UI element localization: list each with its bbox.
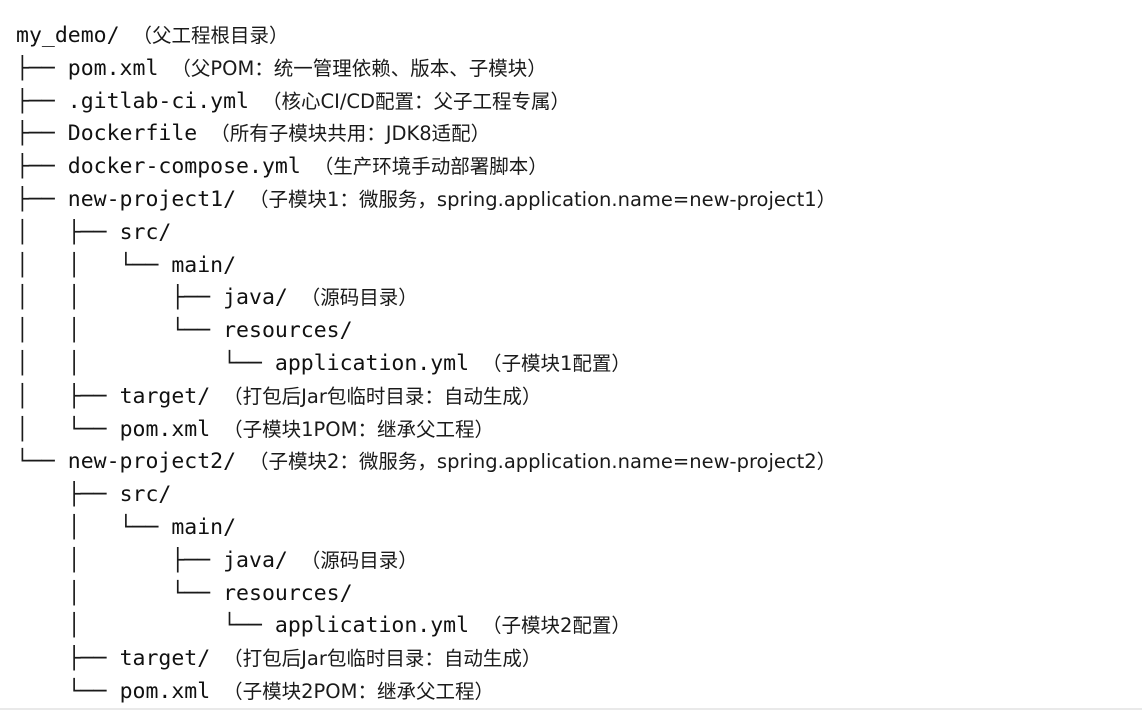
folder-name: resources/ [223, 580, 353, 606]
folder-name: resources/ [223, 318, 353, 344]
tree-guide: │ │ └── [16, 252, 172, 278]
file-name: .gitlab-ci.yml [67, 88, 249, 114]
tree-row: │ │ └── main/ [16, 250, 836, 283]
tree-row: ├── .gitlab-ci.yml （核心CI/CD配置：父子工程专属） [16, 86, 836, 119]
tree-row: ├── pom.xml （父POM：统一管理依赖、版本、子模块） [16, 53, 836, 86]
tree-guide: │ └── [16, 580, 224, 606]
folder-name: main/ [171, 514, 237, 540]
tree-row: │ │ └── resources/ [16, 315, 836, 348]
tree-guide: ├── [16, 154, 68, 180]
tree-guide: ├── [16, 646, 120, 672]
comment: （父工程根目录） [132, 24, 289, 47]
comment: （打包后Jar包临时目录：自动生成） [223, 647, 542, 671]
directory-tree: my_demo/ （父工程根目录） ├── pom.xml （父POM：统一管理… [16, 20, 836, 709]
folder-name: src/ [119, 219, 172, 245]
comment: （源码目录） [300, 548, 418, 572]
tree-row: │ └── main/ [16, 512, 836, 545]
file-name: docker-compose.yml [67, 154, 301, 180]
file-name: application.yml [274, 613, 470, 639]
tree-row: └── pom.xml （子模块2POM：继承父工程） [16, 676, 836, 709]
file-name: application.yml [274, 350, 470, 376]
tree-guide: ├── [16, 482, 120, 508]
comment: （子模块1：微服务，spring.application.name=new-pr… [249, 187, 837, 211]
tree-guide: │ │ └── [16, 350, 275, 376]
comment: （所有子模块共用：JDK8适配） [210, 122, 491, 146]
tree-row: ├── Dockerfile （所有子模块共用：JDK8适配） [16, 118, 836, 151]
comment: （父POM：统一管理依赖、版本、子模块） [171, 56, 547, 80]
tree-row: ├── src/ [16, 479, 836, 512]
tree-row: │ ├── java/ （源码目录） [16, 545, 836, 578]
tree-guide: ├── [16, 186, 68, 212]
comment: （源码目录） [300, 286, 418, 310]
tree-row: └── new-project2/ （子模块2：微服务，spring.appli… [16, 446, 836, 479]
tree-row: │ └── resources/ [16, 578, 836, 611]
tree-guide: │ └── [16, 514, 172, 540]
comment: （核心CI/CD配置：父子工程专属） [261, 89, 571, 113]
comment: （子模块1配置） [482, 351, 631, 375]
file-name: pom.xml [119, 678, 211, 704]
tree-guide: │ ├── [16, 383, 120, 409]
file-name: Dockerfile [67, 121, 198, 147]
tree-guide: ├── [16, 121, 68, 147]
tree-row: my_demo/ （父工程根目录） [16, 20, 836, 53]
tree-guide: │ └── [16, 613, 275, 639]
tree-row: ├── new-project1/ （子模块1：微服务，spring.appli… [16, 184, 836, 217]
folder-name: target/ [119, 646, 211, 672]
file-name: pom.xml [67, 55, 159, 81]
tree-guide: │ └── [16, 416, 120, 442]
tree-guide: │ │ └── [16, 318, 224, 344]
comment: （子模块2：微服务，spring.application.name=new-pr… [249, 450, 837, 474]
tree-row: │ ├── src/ [16, 217, 836, 250]
tree-row: │ │ └── application.yml （子模块1配置） [16, 348, 836, 381]
folder-name: my_demo/ [16, 23, 120, 48]
tree-guide: └── [16, 449, 68, 475]
comment: （打包后Jar包临时目录：自动生成） [223, 384, 542, 408]
tree-row: ├── docker-compose.yml （生产环境手动部署脚本） [16, 151, 836, 184]
folder-name: src/ [119, 482, 172, 508]
tree-row: │ │ ├── java/ （源码目录） [16, 282, 836, 315]
tree-guide: └── [16, 678, 120, 704]
comment: （子模块2POM：继承父工程） [223, 679, 494, 703]
folder-name: new-project2/ [67, 449, 237, 475]
folder-name: java/ [223, 547, 288, 573]
folder-name: java/ [223, 285, 288, 311]
file-name: pom.xml [119, 416, 211, 442]
comment: （子模块1POM：继承父工程） [223, 417, 494, 441]
tree-row: │ └── application.yml （子模块2配置） [16, 610, 836, 643]
bottom-divider [0, 708, 1142, 710]
tree-row: │ ├── target/ （打包后Jar包临时目录：自动生成） [16, 381, 836, 414]
folder-name: new-project1/ [67, 186, 237, 212]
folder-name: target/ [119, 383, 211, 409]
tree-row: ├── target/ （打包后Jar包临时目录：自动生成） [16, 643, 836, 676]
tree-row: │ └── pom.xml （子模块1POM：继承父工程） [16, 414, 836, 447]
tree-guide: ├── [16, 55, 68, 81]
comment: （生产环境手动部署脚本） [313, 155, 548, 179]
tree-guide: │ │ ├── [16, 285, 224, 311]
folder-name: main/ [171, 252, 237, 278]
tree-guide: │ ├── [16, 219, 120, 245]
comment: （子模块2配置） [482, 614, 631, 638]
tree-guide: ├── [16, 88, 68, 114]
tree-guide: │ ├── [16, 547, 224, 573]
